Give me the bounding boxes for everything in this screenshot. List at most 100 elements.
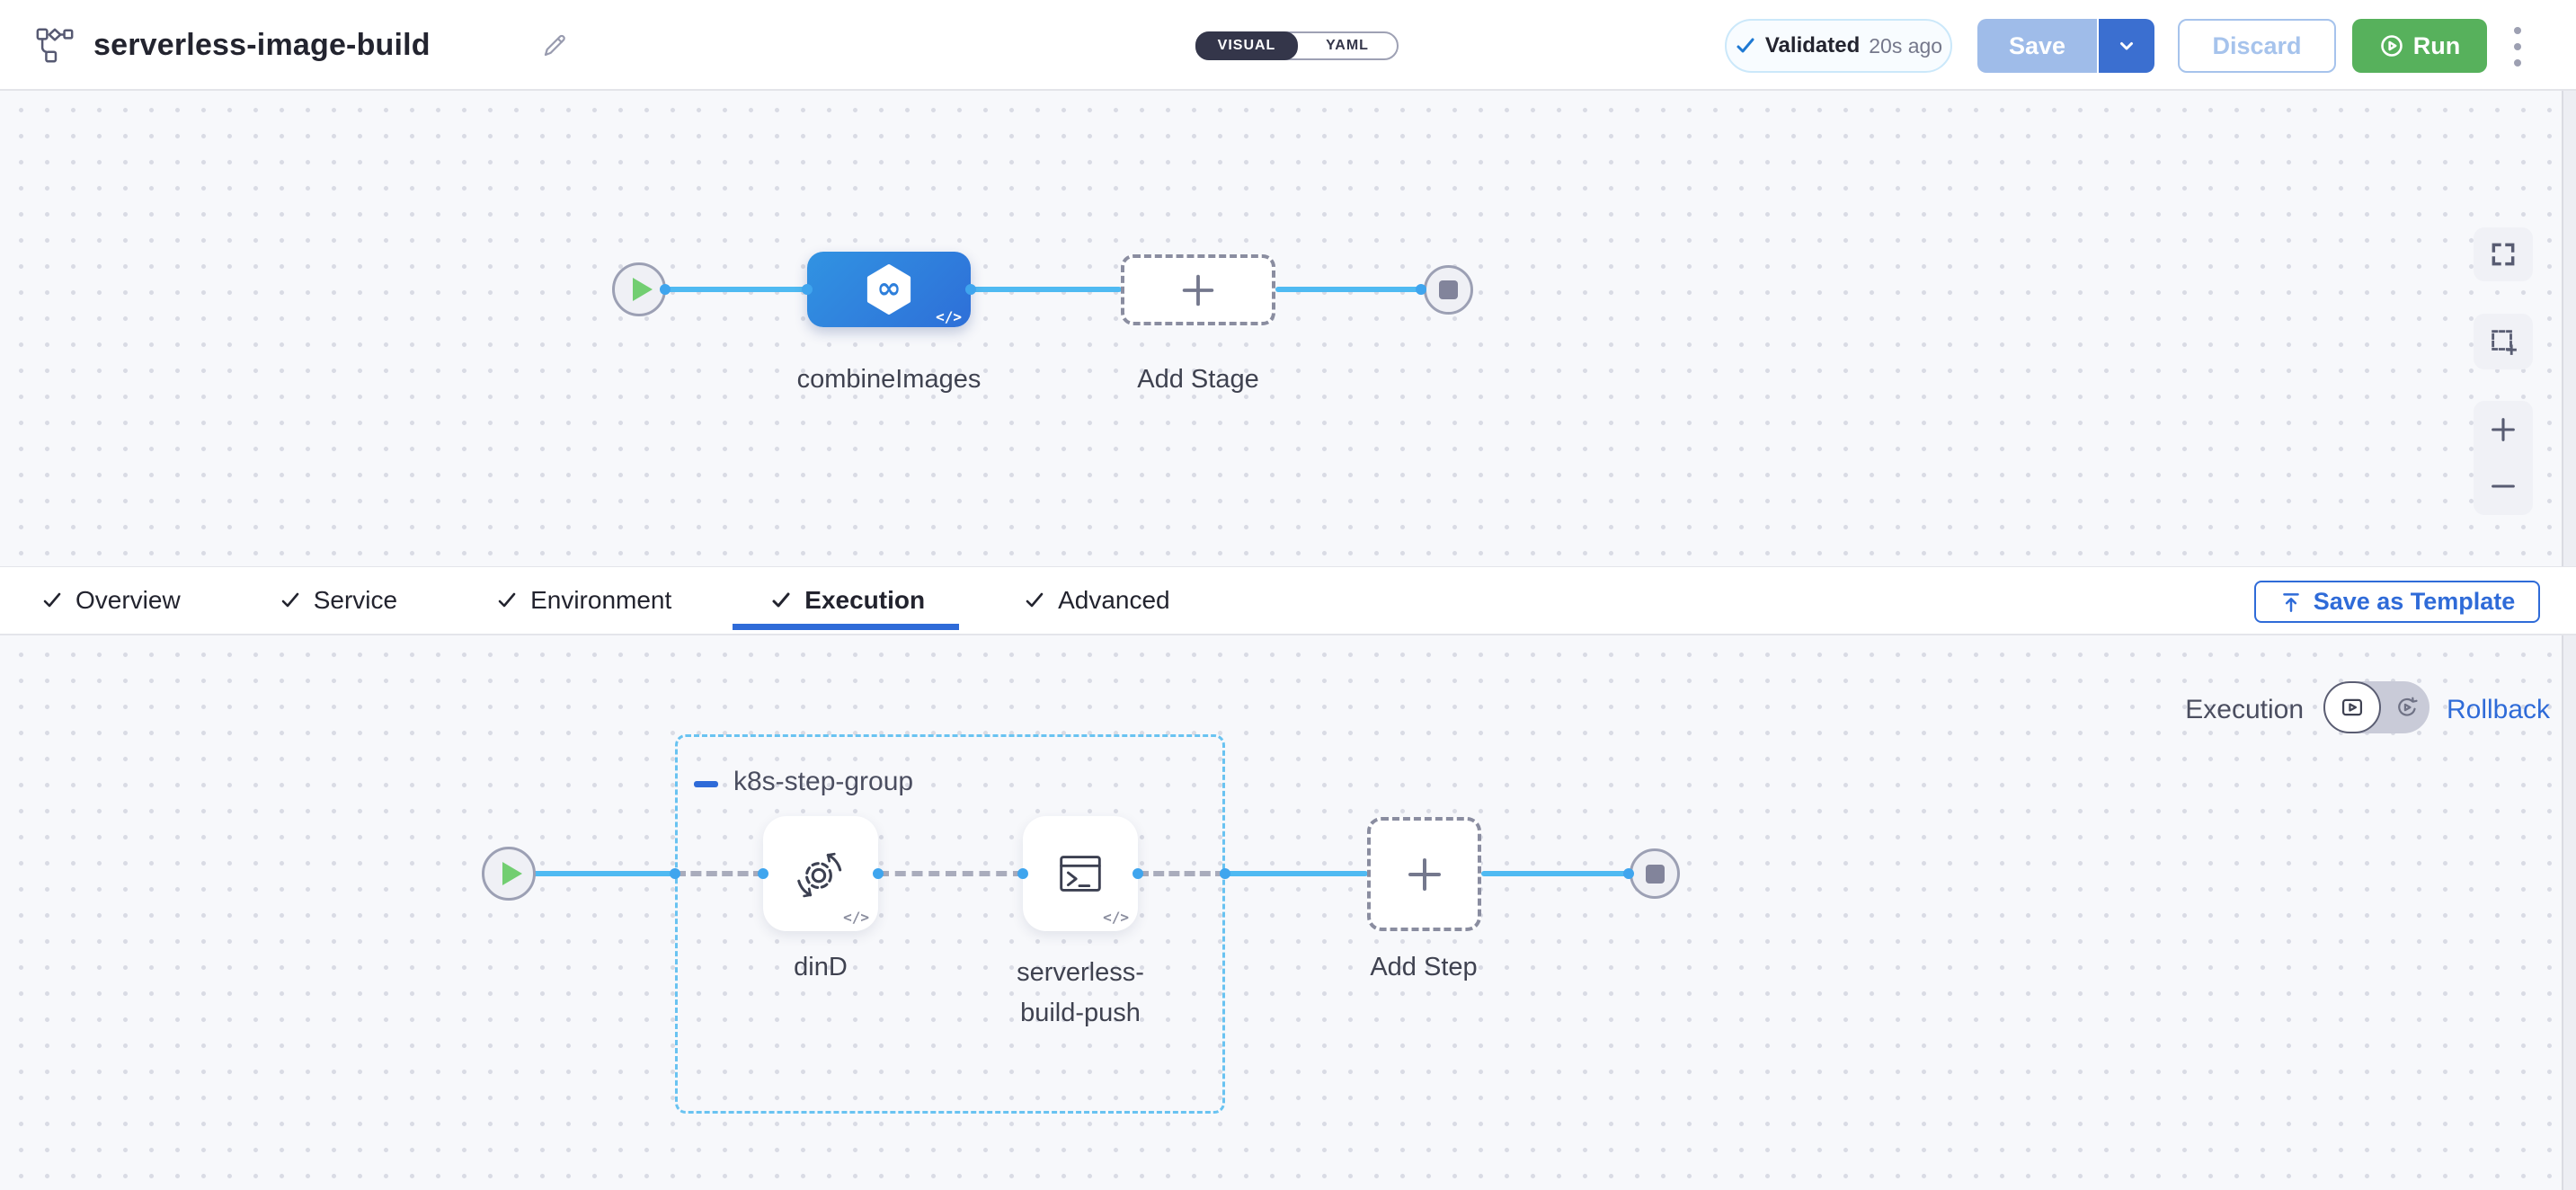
tab-environment[interactable]: Environment <box>496 586 671 615</box>
execution-start-node <box>482 847 536 901</box>
toggle-visual[interactable]: VISUAL <box>1195 31 1298 60</box>
tab-label: Execution <box>804 586 926 614</box>
edit-pencil-icon[interactable] <box>541 0 568 91</box>
connector-port[interactable] <box>1220 868 1230 879</box>
execution-view-icon <box>2341 698 2363 716</box>
stage-node-combineimages[interactable]: ∞ </> <box>807 252 971 327</box>
execution-view-button[interactable] <box>2323 681 2381 733</box>
chevron-down-icon <box>2116 35 2137 57</box>
infinity-hexagon-icon: ∞ <box>865 263 913 315</box>
add-stage-label[interactable]: Add Stage <box>1137 365 1259 394</box>
marquee-select-icon <box>2488 326 2518 357</box>
add-step-label[interactable]: Add Step <box>1370 953 1478 981</box>
add-step-button[interactable] <box>1367 817 1481 931</box>
connector-line <box>509 871 676 876</box>
run-button[interactable]: Run <box>2352 19 2487 73</box>
zoom-in-button[interactable] <box>2474 401 2533 458</box>
add-stage-button[interactable] <box>1121 254 1275 325</box>
code-badge: </> <box>1103 909 1129 926</box>
tab-label: Advanced <box>1058 586 1170 614</box>
connector-line-dashed <box>675 871 764 876</box>
connector-line <box>1225 871 1368 876</box>
play-node-icon <box>502 862 522 885</box>
connector-port[interactable] <box>1623 868 1634 879</box>
save-split-button: Save <box>1977 19 2154 73</box>
upload-template-icon <box>2279 591 2303 614</box>
marquee-select-button[interactable] <box>2474 314 2533 369</box>
validated-label: Validated <box>1764 33 1861 58</box>
pipeline-end-node <box>1424 265 1473 315</box>
save-divider <box>2097 19 2099 73</box>
discard-button[interactable]: Discard <box>2178 19 2336 73</box>
zoom-in-icon <box>2492 417 2515 441</box>
zoom-out-button[interactable] <box>2474 458 2533 516</box>
connector-port[interactable] <box>965 284 976 295</box>
connector-line <box>1275 287 1423 292</box>
tab-service[interactable]: Service <box>280 586 397 615</box>
execution-canvas[interactable]: Execution Rollback k8s-step-group <box>0 635 2576 1190</box>
connector-port[interactable] <box>1133 868 1143 879</box>
pipeline-graph-icon <box>34 0 76 91</box>
tab-execution[interactable]: Execution <box>733 586 959 630</box>
plus-icon <box>1403 853 1446 896</box>
save-button[interactable]: Save <box>1977 19 2097 73</box>
rollback-view-button[interactable] <box>2385 681 2429 733</box>
kebab-menu-icon[interactable] <box>2506 27 2529 67</box>
step-label-line2: build-push <box>1020 999 1141 1027</box>
save-as-template-button[interactable]: Save as Template <box>2254 581 2540 623</box>
page-title: serverless-image-build <box>93 28 431 62</box>
connector-port[interactable] <box>660 284 671 295</box>
stage-label[interactable]: combineImages <box>796 365 982 394</box>
terminal-icon <box>1060 856 1101 892</box>
right-panel-gutter[interactable] <box>2562 91 2576 1190</box>
stage-tabbar: Overview Service Environment Execution A… <box>0 566 2576 635</box>
connector-port[interactable] <box>1017 868 1028 879</box>
stage-canvas[interactable]: ∞ </> combineImages Add Stage <box>0 91 2576 566</box>
save-menu-button[interactable] <box>2099 19 2154 73</box>
step-node-dind[interactable]: </> <box>763 816 878 931</box>
stop-node-icon <box>1645 864 1665 884</box>
connector-port[interactable] <box>873 868 884 879</box>
stop-node-icon <box>1439 280 1458 299</box>
collapse-group-icon[interactable] <box>694 781 718 787</box>
infinity-glyph: ∞ <box>876 271 901 306</box>
step-node-serverless-build-push[interactable]: </> <box>1023 816 1138 931</box>
plus-icon <box>1177 270 1219 311</box>
connector-port[interactable] <box>758 868 768 879</box>
top-header: serverless-image-build VISUAL YAML Valid… <box>0 0 2576 91</box>
connector-port[interactable] <box>1416 284 1426 295</box>
fullscreen-button[interactable] <box>2474 227 2533 281</box>
run-label: Run <box>2412 31 2461 59</box>
connector-line <box>1481 871 1630 876</box>
rollback-view-icon <box>2398 697 2418 716</box>
pipeline-start-node <box>612 262 666 316</box>
step-group-k8s[interactable] <box>675 734 1225 1114</box>
zoom-out-icon <box>2492 484 2515 488</box>
save-as-template-label: Save as Template <box>2313 588 2516 615</box>
step-label-serverless[interactable]: serverless- build-push <box>946 953 1215 1034</box>
visual-yaml-toggle: VISUAL YAML <box>1195 31 1399 60</box>
step-label-dind[interactable]: dinD <box>794 953 848 981</box>
check-icon <box>770 590 792 611</box>
tab-advanced[interactable]: Advanced <box>1024 586 1170 615</box>
connector-line <box>971 287 1122 292</box>
connector-port[interactable] <box>802 284 813 295</box>
rollback-link[interactable]: Rollback <box>2447 695 2551 724</box>
toggle-yaml[interactable]: YAML <box>1326 38 1369 53</box>
execution-mode-label: Execution <box>2185 695 2304 724</box>
connector-port[interactable] <box>670 868 680 879</box>
play-node-icon <box>632 278 653 301</box>
validated-badge[interactable]: Validated 20s ago <box>1725 19 1952 73</box>
tab-overview[interactable]: Overview <box>41 586 181 615</box>
code-badge: </> <box>936 308 962 325</box>
tab-label: Environment <box>530 586 672 614</box>
run-play-icon <box>2379 33 2404 58</box>
check-icon <box>1024 590 1045 611</box>
connector-line <box>637 287 808 292</box>
tab-label: Overview <box>76 586 181 614</box>
step-group-name[interactable]: k8s-step-group <box>733 767 914 796</box>
gear-sync-icon <box>797 852 842 898</box>
tab-label: Service <box>313 586 398 614</box>
check-icon <box>1735 35 1756 57</box>
connector-line-dashed <box>878 871 1024 876</box>
